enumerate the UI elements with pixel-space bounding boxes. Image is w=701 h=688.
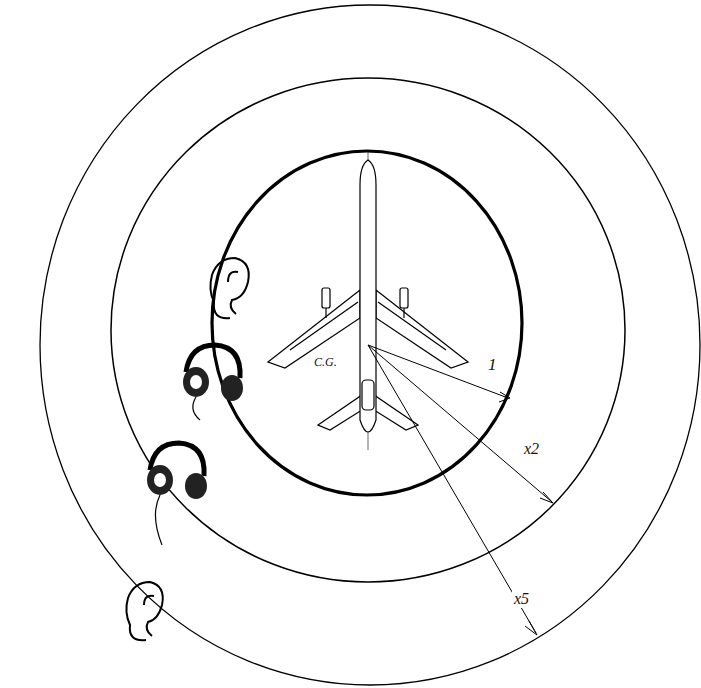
- radius-line: [368, 345, 552, 502]
- fuselage: [360, 160, 376, 432]
- left-stabilizer: [318, 395, 362, 430]
- ear-symbol: [126, 582, 162, 640]
- right-wing: [376, 290, 468, 368]
- middle-zone-circle: [111, 78, 625, 582]
- engine-pylon: [403, 308, 404, 318]
- arrowhead: [525, 621, 537, 635]
- ear-symbol: [210, 258, 248, 318]
- right-engine: [400, 288, 408, 308]
- radius-line: [368, 345, 536, 633]
- right-stabilizer: [374, 395, 418, 430]
- radius-lines: [368, 345, 553, 635]
- arrowhead: [499, 392, 510, 402]
- airplane-top-view: [268, 160, 468, 432]
- ear-protector-symbol: [183, 345, 243, 420]
- radius-line: [368, 345, 508, 398]
- wing-flap-line: [378, 302, 446, 350]
- outer-zone-circle: [40, 5, 700, 685]
- radius-factor-label: x5: [512, 590, 531, 608]
- center-of-gravity-label: C.G.: [312, 356, 339, 369]
- tail-engine: [362, 380, 374, 410]
- ear-protector-symbol: [147, 443, 207, 545]
- arrowhead: [540, 492, 553, 503]
- radius-factor-label: x2: [522, 440, 541, 458]
- engine-pylon: [325, 308, 326, 318]
- left-engine: [322, 288, 330, 308]
- radius-factor-label: 1: [486, 356, 499, 375]
- inner-zone-circle: [212, 151, 522, 495]
- wing-flap-line: [290, 302, 358, 350]
